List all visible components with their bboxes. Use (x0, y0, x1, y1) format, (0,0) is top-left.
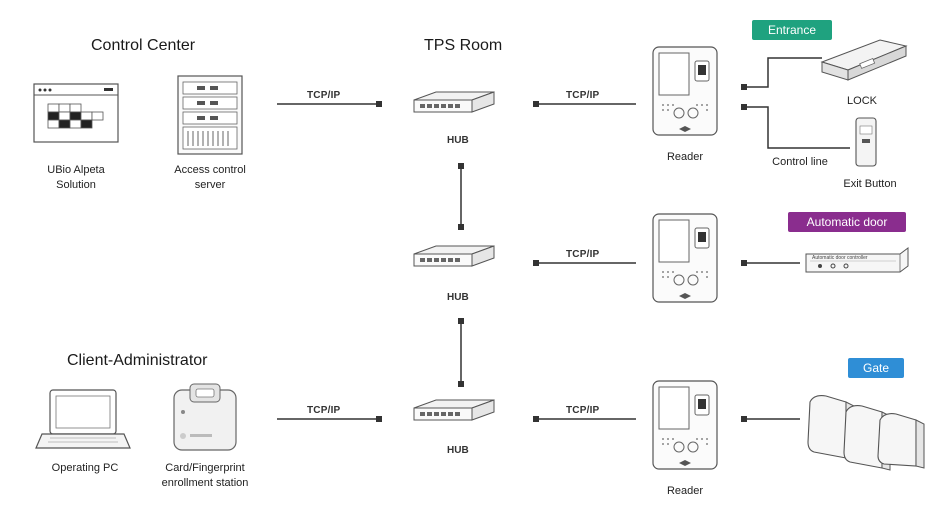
hub-label: HUB (447, 135, 469, 146)
client-administrator-heading: Client-Administrator (67, 352, 208, 369)
hub-middle-device (413, 245, 495, 267)
lock-icon (820, 39, 908, 81)
entrance-badge: Entrance (752, 20, 832, 40)
exit-button-icon (855, 117, 877, 167)
hub-label: HUB (447, 292, 469, 303)
control-center-heading: Control Center (91, 37, 196, 54)
gate-badge: Gate (848, 358, 904, 378)
ubio-label-line2: Solution (56, 179, 96, 191)
tcp-ip-label: TCP/IP (566, 405, 600, 416)
tcp-ip-label: TCP/IP (566, 249, 600, 260)
server-rack-icon (177, 75, 243, 155)
reader-label: Reader (666, 485, 704, 497)
server-label-line2: server (194, 179, 226, 191)
hub-top-device (413, 91, 495, 113)
hub-label: HUB (447, 445, 469, 456)
operating-pc-label: Operating PC (51, 462, 119, 474)
connection-lines (277, 57, 850, 420)
automatic-door-badge: Automatic door (788, 212, 906, 232)
tcp-ip-label: TCP/IP (566, 90, 600, 101)
enrollment-station-label: Card/Fingerprint enrollment station (146, 461, 264, 491)
reader-top-device (652, 46, 718, 136)
exit-button-label: Exit Button (843, 178, 897, 190)
ubio-solution-label: UBio Alpeta Solution (36, 163, 116, 193)
solution-window-icon (33, 83, 119, 143)
laptop-icon (35, 389, 131, 449)
gate-turnstile-icon (807, 395, 925, 471)
access-control-server-label: Access control server (158, 163, 262, 193)
reader-label: Reader (666, 151, 704, 163)
lock-label: LOCK (847, 95, 877, 107)
tps-room-heading: TPS Room (424, 37, 503, 54)
hub-bottom-device (413, 399, 495, 421)
control-line-label: Control line (772, 156, 828, 168)
connector-ends (376, 84, 747, 422)
automatic-door-panel-text: Automatic door controller (812, 255, 868, 261)
server-label-line1: Access control (174, 164, 246, 176)
enrollment-station-icon (173, 383, 237, 451)
tcp-ip-label: TCP/IP (307, 405, 341, 416)
enroll-label-line2: enrollment station (161, 477, 249, 489)
reader-middle-device (652, 213, 718, 303)
tcp-ip-label: TCP/IP (307, 90, 341, 101)
reader-bottom-device (652, 380, 718, 470)
ubio-label-line1: UBio Alpeta (47, 164, 105, 176)
enroll-label-line1: Card/Fingerprint (165, 462, 245, 474)
automatic-door-controller-icon (805, 247, 909, 273)
